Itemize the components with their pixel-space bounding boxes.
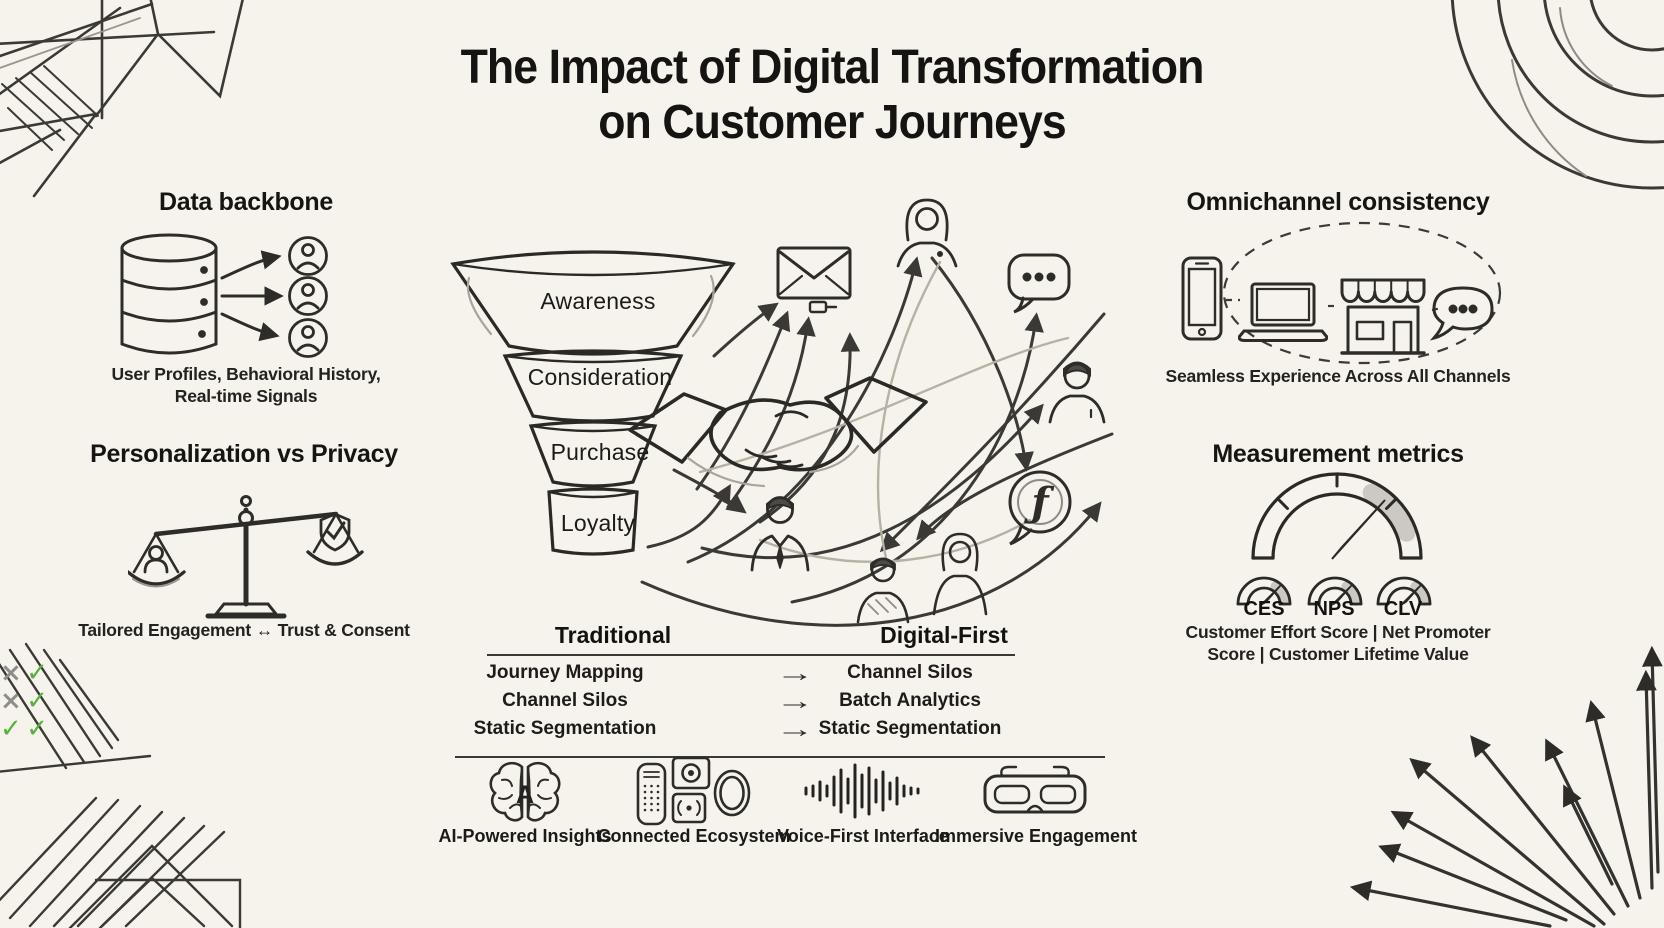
comparison-right-item: Batch Analytics [839, 690, 981, 711]
transform-arrow-icon: → [775, 660, 815, 687]
gauge-label-clv: CLV [1383, 598, 1423, 620]
small-gauges-icon [1236, 576, 1432, 606]
user-profile-icons [288, 236, 328, 358]
capability-label-ai: AI-Powered Insights [438, 826, 612, 846]
capability-label-voice: Voice-First Interface [777, 826, 949, 846]
shield-check-icon [319, 512, 351, 552]
email-envelope-icon [776, 246, 852, 314]
chat-bubble-dots-icon [1007, 253, 1071, 314]
social-f-glyph: ƒ [1023, 479, 1054, 526]
handshake-icon [628, 376, 928, 488]
metrics-caption-line1: Customer Effort Score | Net Promoter [1185, 622, 1491, 642]
brain-icon: A [489, 761, 561, 822]
personalization-heading: Personalization vs Privacy [90, 440, 398, 468]
data-backbone-caption-line1: User Profiles, Behavioral History, [111, 364, 381, 384]
omnichannel-heading: Omnichannel consistency [1186, 188, 1490, 216]
funnel-stage-consideration: Consideration [527, 364, 673, 390]
customer-bottom-man-icon [856, 557, 910, 624]
user-circle-icon [288, 236, 328, 276]
vr-goggles-icon [983, 765, 1087, 814]
small-gauge-clv [1376, 576, 1432, 606]
transform-arrow-icon: → [775, 716, 815, 743]
voice-waveform-icon [804, 763, 920, 819]
comparison-right-mark: ✓ [26, 658, 49, 688]
db-arrow-top [220, 250, 282, 280]
comparison-left-item: Static Segmentation [473, 718, 657, 739]
db-arrow-bottom [220, 312, 280, 342]
title-line-2: on Customer Journeys [598, 96, 1067, 149]
bottomleft-hatching [0, 642, 242, 928]
capability-label-immersive: Immersive Engagement [934, 826, 1138, 846]
large-gauge-icon [1251, 472, 1423, 560]
capability-label-ecosystem: Connected Ecosystem [597, 826, 791, 846]
comparison-right-mark: ✓ [26, 686, 49, 716]
metrics-caption-line2: Score | Customer Lifetime Value [1207, 644, 1469, 664]
funnel-stage-purchase: Purchase [550, 439, 650, 465]
customer-man-icon [1048, 361, 1106, 424]
customer-bottom-woman-icon [932, 532, 988, 616]
data-backbone-caption-line2: Real-time Signals [174, 386, 318, 406]
laptop-icon [1238, 282, 1328, 342]
storefront-icon [1340, 278, 1426, 355]
transform-arrow-icon: → [775, 688, 815, 715]
journey-network-arrows [640, 256, 1114, 627]
comparison-left-mark: × [0, 658, 22, 688]
comparison-left-item: Channel Silos [502, 690, 628, 711]
title-line-1: The Impact of Digital Transformation [460, 41, 1205, 94]
comparison-right-item: Channel Silos [847, 662, 973, 683]
connected-devices-icon [636, 756, 751, 826]
database-to-users-icon [120, 233, 328, 358]
user-circle-icon [288, 318, 328, 358]
personalization-caption: Tailored Engagement ↔ Trust & Consent [78, 620, 410, 640]
small-gauge-nps [1307, 576, 1363, 606]
funnel-stage-loyalty: Loyalty [560, 510, 636, 536]
omnichannel-caption: Seamless Experience Across All Channels [1165, 366, 1511, 386]
comparison-left-mark: × [0, 686, 22, 716]
customer-woman-icon [896, 198, 958, 268]
gauge-label-ces: CES [1243, 598, 1285, 620]
comparison-row: Channel Silos × → Batch Analytics ✓ [0, 688, 1664, 718]
small-gauge-ces [1236, 576, 1292, 606]
user-circle-icon [288, 276, 328, 316]
smartphone-icon [1181, 256, 1223, 341]
social-f-bubble-icon: ƒ [1008, 470, 1072, 546]
metrics-heading: Measurement metrics [1212, 440, 1464, 468]
funnel-stage-awareness: Awareness [540, 288, 656, 314]
person-on-scale-icon [143, 545, 169, 574]
capabilities-divider [455, 756, 1105, 758]
balance-scale-icon [128, 495, 364, 619]
comparison-left-item: Journey Mapping [486, 662, 644, 683]
bottomright-burst-arrows [1349, 645, 1663, 928]
comparison-header-underline [487, 654, 1015, 656]
topleft-sketch [0, 0, 244, 198]
brain-letter: A [516, 781, 534, 809]
page-title: The Impact of Digital Transformation on … [460, 40, 1205, 150]
comparison-header-traditional: Traditional [554, 622, 672, 648]
gauge-label-nps: NPS [1313, 598, 1355, 620]
journey-network-echo-strokes [698, 260, 1070, 563]
chat-channel-icon [1429, 286, 1494, 341]
comparison-row: Static Segmentation ✓ → Static Segmentat… [0, 716, 1664, 746]
data-backbone-heading: Data backbone [159, 188, 333, 216]
funnel-icon [450, 250, 736, 556]
comparison-header-digital-first: Digital-First [880, 622, 1008, 648]
agent-suit-man-icon [750, 496, 810, 572]
comparison-row: Journey Mapping × → Channel Silos ✓ [0, 660, 1664, 690]
comparison-right-mark: ✓ [26, 714, 49, 744]
comparison-left-mark: ✓ [0, 714, 22, 744]
topright-arcs [1450, 0, 1664, 190]
comparison-right-item: Static Segmentation [818, 718, 1002, 739]
